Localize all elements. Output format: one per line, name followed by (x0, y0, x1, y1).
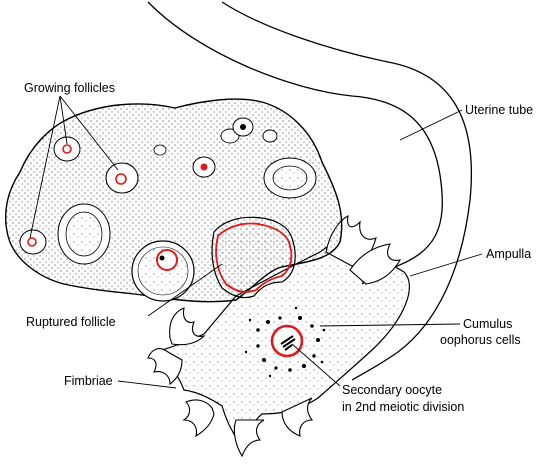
label-cumulus-line2: oophorus cells (440, 333, 521, 347)
growing-follicle-3 (192, 156, 216, 178)
label-fimbriae: Fimbriae (64, 374, 113, 388)
leader-uterine-tube (399, 109, 463, 141)
label-oocyte-line2: in 2nd meiotic division (342, 400, 464, 414)
ruptured-follicle (211, 216, 296, 299)
cumulus-oophorus-cells (244, 306, 326, 378)
label-oocyte-line1: Secondary oocyte (342, 383, 442, 397)
leader-fimbriae (117, 380, 177, 389)
leader-ampulla (409, 253, 483, 277)
mature-follicle (131, 240, 195, 302)
label-ampulla: Ampulla (486, 247, 531, 261)
growing-follicle-1 (53, 136, 81, 162)
label-uterine-tube: Uterine tube (465, 103, 533, 117)
leader-growing-follicles-b (59, 95, 119, 171)
label-ruptured-follicle: Ruptured follicle (26, 315, 116, 329)
leader-lines (29, 95, 483, 389)
growing-follicle-2 (105, 162, 139, 194)
secondary-oocyte (270, 324, 304, 358)
growing-follicle-5 (19, 229, 47, 255)
leader-ruptured-follicle (147, 263, 223, 317)
label-cumulus-line1: Cumulus (463, 317, 512, 331)
leader-cumulus (319, 323, 461, 327)
leader-growing-follicles-c (29, 95, 61, 239)
leader-secondary-oocyte (291, 343, 341, 387)
growing-follicle-4 (232, 117, 254, 137)
leader-growing-follicles-a (59, 95, 68, 145)
label-growing-follicles: Growing follicles (24, 81, 115, 95)
